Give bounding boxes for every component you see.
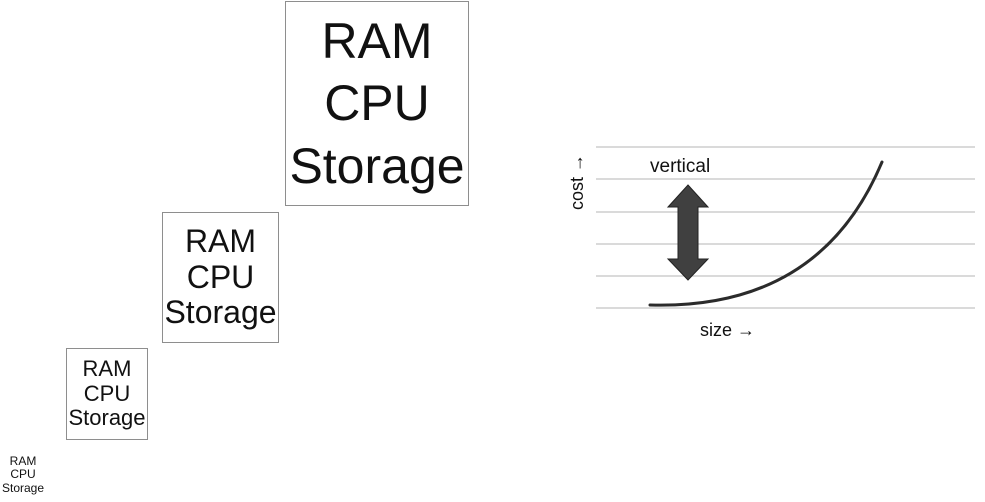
server-box-medium: RAM CPU Storage — [162, 212, 279, 343]
cost-curve — [648, 160, 884, 307]
x-axis-label: size → — [700, 320, 755, 340]
storage-label: Storage — [68, 405, 146, 431]
storage-label: Storage — [164, 294, 277, 331]
ram-label: RAM — [184, 222, 257, 259]
cpu-label: CPU — [83, 380, 131, 406]
cpu-label: CPU — [186, 258, 255, 295]
ram-label: RAM — [82, 356, 132, 382]
cost-size-chart: vertical cost → size → — [567, 146, 975, 340]
server-box-large: RAM CPU Storage — [285, 1, 469, 206]
vertical-annotation: vertical — [650, 156, 710, 177]
server-box-extra-small: RAM CPU Storage — [0, 449, 46, 501]
storage-label: Storage — [289, 137, 465, 194]
cpu-label: CPU — [324, 75, 430, 132]
ram-label: RAM — [321, 12, 433, 69]
vertical-scaling-arrow — [666, 184, 710, 281]
y-axis-label: cost → — [567, 154, 587, 210]
cpu-label: CPU — [10, 467, 36, 482]
ram-label: RAM — [9, 453, 37, 468]
server-box-small: RAM CPU Storage — [66, 348, 148, 440]
storage-label: Storage — [1, 480, 45, 495]
